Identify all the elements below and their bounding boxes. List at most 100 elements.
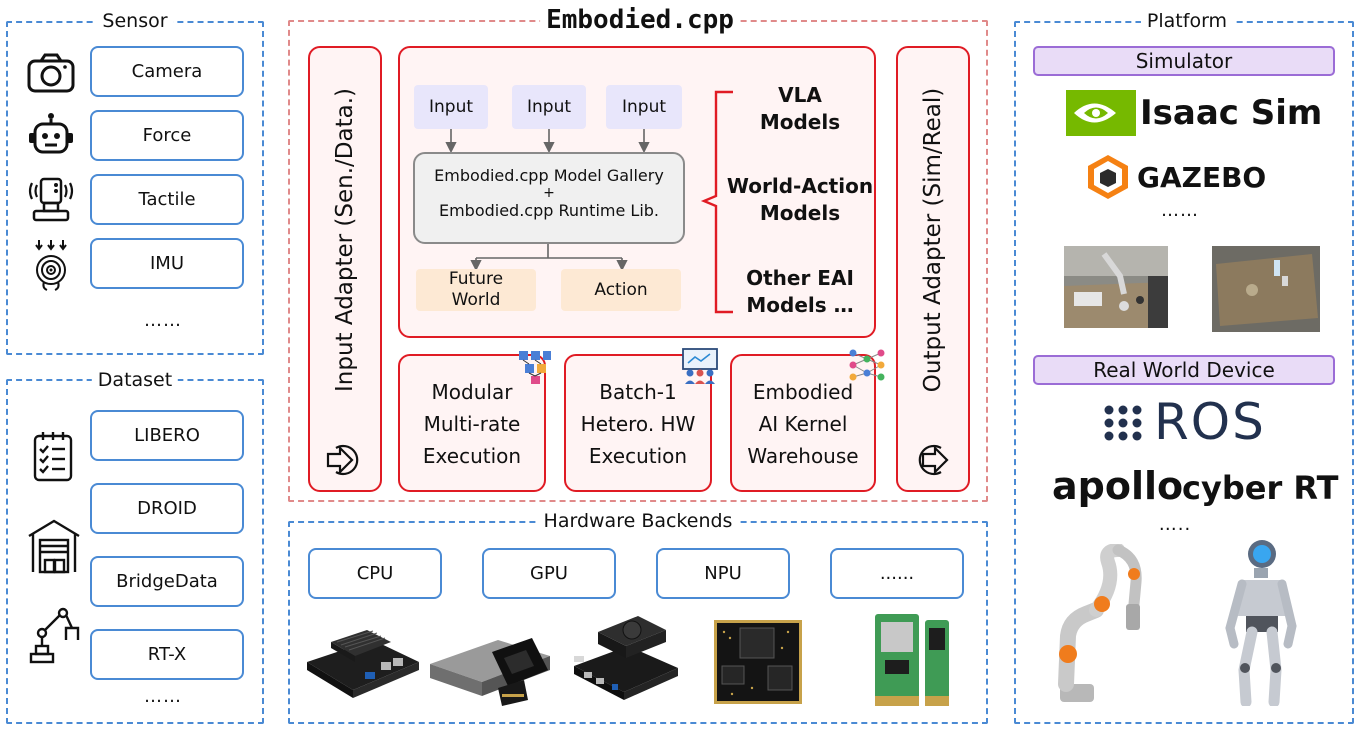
batch1-line2: Hetero. HW <box>580 412 696 436</box>
robot-arm-icon <box>29 607 80 664</box>
hw-gpu-label: GPU <box>530 563 568 584</box>
isaac-sim-logo: Isaac Sim <box>1140 93 1323 133</box>
input-adapter-label: Input Adapter (Sen./Data.) <box>332 88 358 392</box>
apollo-logo: apollo <box>1052 464 1184 508</box>
input-box-2: Input <box>512 85 586 129</box>
hw-more-box: ...... <box>830 548 964 599</box>
kernel-text: Embodied AI Kernel Warehouse <box>732 376 874 472</box>
sensor-tactile-box: Tactile <box>90 174 244 225</box>
model-gallery-box: Embodied.cpp Model Gallery + Embodied.cp… <box>413 152 685 244</box>
real-device-more: ….. <box>1158 514 1192 535</box>
input-adapter-box <box>308 46 382 492</box>
npu-som-image <box>714 620 802 704</box>
other-eai-line1: Other EAI <box>746 266 854 290</box>
gallery-arrows <box>445 90 733 314</box>
world-action-line2: Models <box>759 201 841 225</box>
dataset-title: Dataset <box>91 369 179 391</box>
robot-arm-image <box>1058 544 1142 702</box>
jetson-board-image <box>307 630 419 698</box>
real-world-label: Real World Device <box>1093 358 1275 382</box>
real-world-label-box: Real World Device <box>1033 355 1335 385</box>
input-box-3: Input <box>606 85 682 129</box>
output-adapter-label: Output Adapter (Sim/Real) <box>920 87 946 393</box>
camera-icon <box>27 53 75 93</box>
action-box: Action <box>561 269 681 311</box>
sensor-imu-box: IMU <box>90 238 244 289</box>
modular-execution-box: Modular Multi-rate Execution <box>398 354 546 492</box>
sensor-title: Sensor <box>96 10 174 32</box>
ros-logo: ROS <box>1154 393 1266 451</box>
dataset-droid-label: DROID <box>137 498 197 519</box>
input-label-1: Input <box>428 97 474 117</box>
future-world-label: Future World <box>448 269 504 310</box>
hw-more-label: ...... <box>879 563 915 584</box>
modular-text: Modular Multi-rate Execution <box>400 376 544 472</box>
batch1-line3: Execution <box>588 444 688 468</box>
modular-line2: Multi-rate <box>423 412 521 436</box>
gallery-plus: + <box>543 185 555 201</box>
simulator-label-box: Simulator <box>1033 46 1335 76</box>
cyber-rt-logo: cyber RT <box>1182 469 1339 507</box>
dataset-rtx-label: RT-X <box>147 644 187 665</box>
input-label-2: Input <box>526 97 572 117</box>
sensor-force-box: Force <box>90 110 244 161</box>
gpu-module-image <box>430 638 550 706</box>
sensor-more: …… <box>144 310 182 331</box>
vla-models-label: VLA Models <box>760 82 840 136</box>
robot-head-icon <box>29 113 73 154</box>
sensor-force-label: Force <box>142 125 192 146</box>
dataset-bridgedata-label: BridgeData <box>116 571 218 592</box>
neural-network-icon <box>849 349 885 381</box>
warehouse-icon <box>28 519 80 574</box>
gazebo-logo-icon <box>1088 155 1128 199</box>
vla-line2: Models <box>759 110 841 134</box>
hw-cpu-label: CPU <box>356 563 394 584</box>
sensor-imu-label: IMU <box>149 253 184 274</box>
dataset-bridgedata-box: BridgeData <box>90 556 244 607</box>
input-box-1: Input <box>414 85 488 129</box>
kernel-line2: AI Kernel <box>758 412 848 436</box>
simulator-more: …… <box>1161 200 1199 221</box>
sensor-tactile-label: Tactile <box>138 189 196 210</box>
batch1-execution-box: Batch-1 Hetero. HW Execution <box>564 354 712 492</box>
dataset-droid-box: DROID <box>90 483 244 534</box>
dataset-rtx-box: RT-X <box>90 629 244 680</box>
hailo-m2-image <box>875 614 949 706</box>
tactile-sensor-icon <box>28 177 74 222</box>
sensor-camera-label: Camera <box>131 61 203 82</box>
modular-line3: Execution <box>422 444 522 468</box>
output-adapter-icon <box>918 444 949 476</box>
ros-dots-icon <box>1104 405 1142 441</box>
hw-npu-box: NPU <box>656 548 790 599</box>
action-label: Action <box>594 279 648 300</box>
output-adapter-box <box>896 46 970 492</box>
hw-npu-label: NPU <box>704 563 742 584</box>
real-scene-image-1 <box>1212 246 1320 332</box>
huawei-board-image <box>574 616 678 700</box>
other-eai-models-label: Other EAI Models … <box>746 265 854 319</box>
gallery-line-1: Embodied.cpp Model Gallery <box>434 166 664 185</box>
gazebo-logo: GAZEBO <box>1137 161 1267 194</box>
dataset-libero-label: LIBERO <box>134 425 200 446</box>
nvidia-logo-icon <box>1066 90 1136 136</box>
presentation-team-icon <box>682 348 718 384</box>
sensor-camera-box: Camera <box>90 46 244 97</box>
simulator-label: Simulator <box>1135 49 1233 73</box>
hardware-title: Hardware Backends <box>537 510 739 532</box>
input-adapter-icon <box>326 444 359 476</box>
platform-title: Platform <box>1140 10 1234 32</box>
modular-line1: Modular <box>431 380 513 404</box>
dataset-libero-box: LIBERO <box>90 410 244 461</box>
world-action-models-label: World-Action Models <box>727 173 873 227</box>
core-title: Embodied.cpp <box>540 5 740 35</box>
humanoid-robot-image <box>1225 540 1297 706</box>
batch1-line1: Batch-1 <box>599 380 677 404</box>
hw-cpu-box: CPU <box>308 548 442 599</box>
dataset-more: …… <box>144 686 182 707</box>
input-label-3: Input <box>621 97 667 117</box>
vla-line1: VLA <box>778 83 822 107</box>
kernel-line1: Embodied <box>752 380 854 404</box>
sim-scene-image-1 <box>1064 246 1168 328</box>
imu-icon <box>35 240 67 291</box>
modular-network-icon <box>519 351 551 384</box>
